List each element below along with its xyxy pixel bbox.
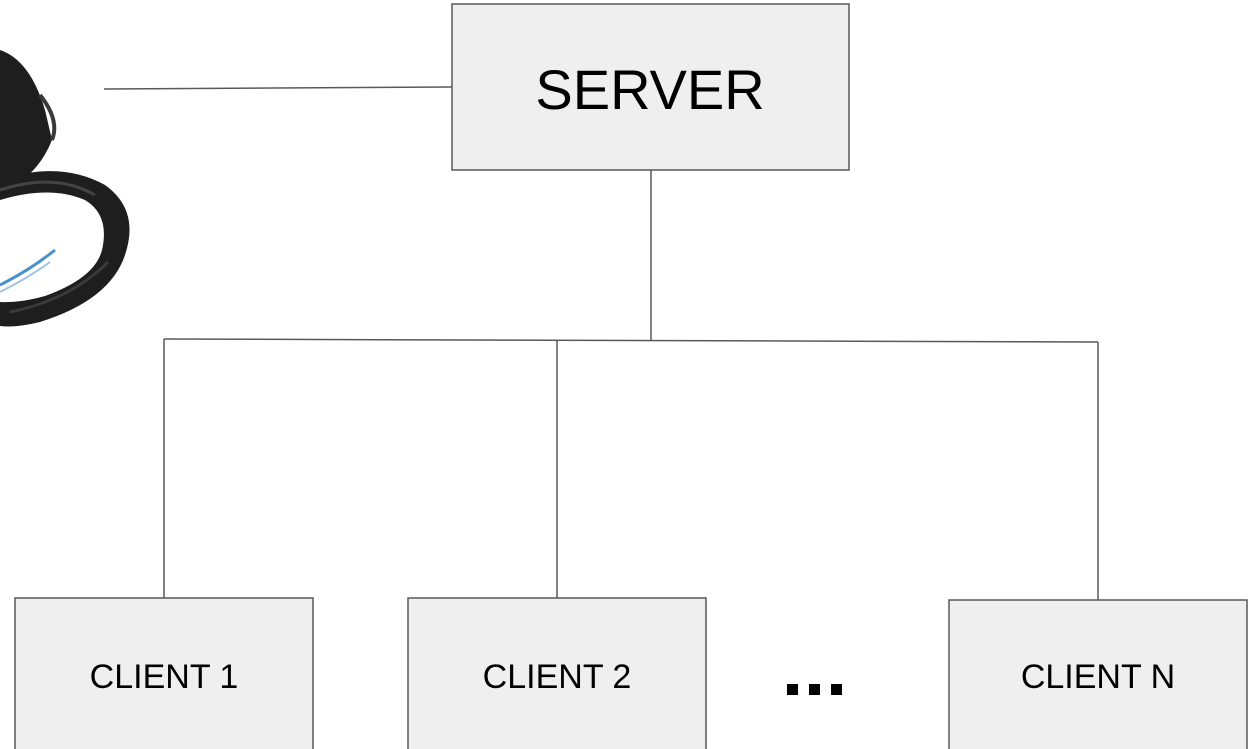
client-node-2: CLIENT 2 bbox=[407, 597, 707, 749]
client-2-label: CLIENT 2 bbox=[483, 658, 632, 696]
client-bus-line bbox=[163, 338, 1099, 343]
client-node-1: CLIENT 1 bbox=[14, 597, 314, 749]
client-node-n: CLIENT N bbox=[948, 599, 1248, 749]
ring-headset-icon bbox=[0, 50, 130, 327]
server-label: SERVER bbox=[535, 58, 764, 121]
client-1-label: CLIENT 1 bbox=[90, 658, 239, 696]
client-n-label: CLIENT N bbox=[1021, 658, 1175, 696]
server-node: SERVER bbox=[451, 3, 850, 171]
image-to-server-line bbox=[103, 86, 453, 90]
ellipsis-indicator bbox=[787, 684, 842, 695]
